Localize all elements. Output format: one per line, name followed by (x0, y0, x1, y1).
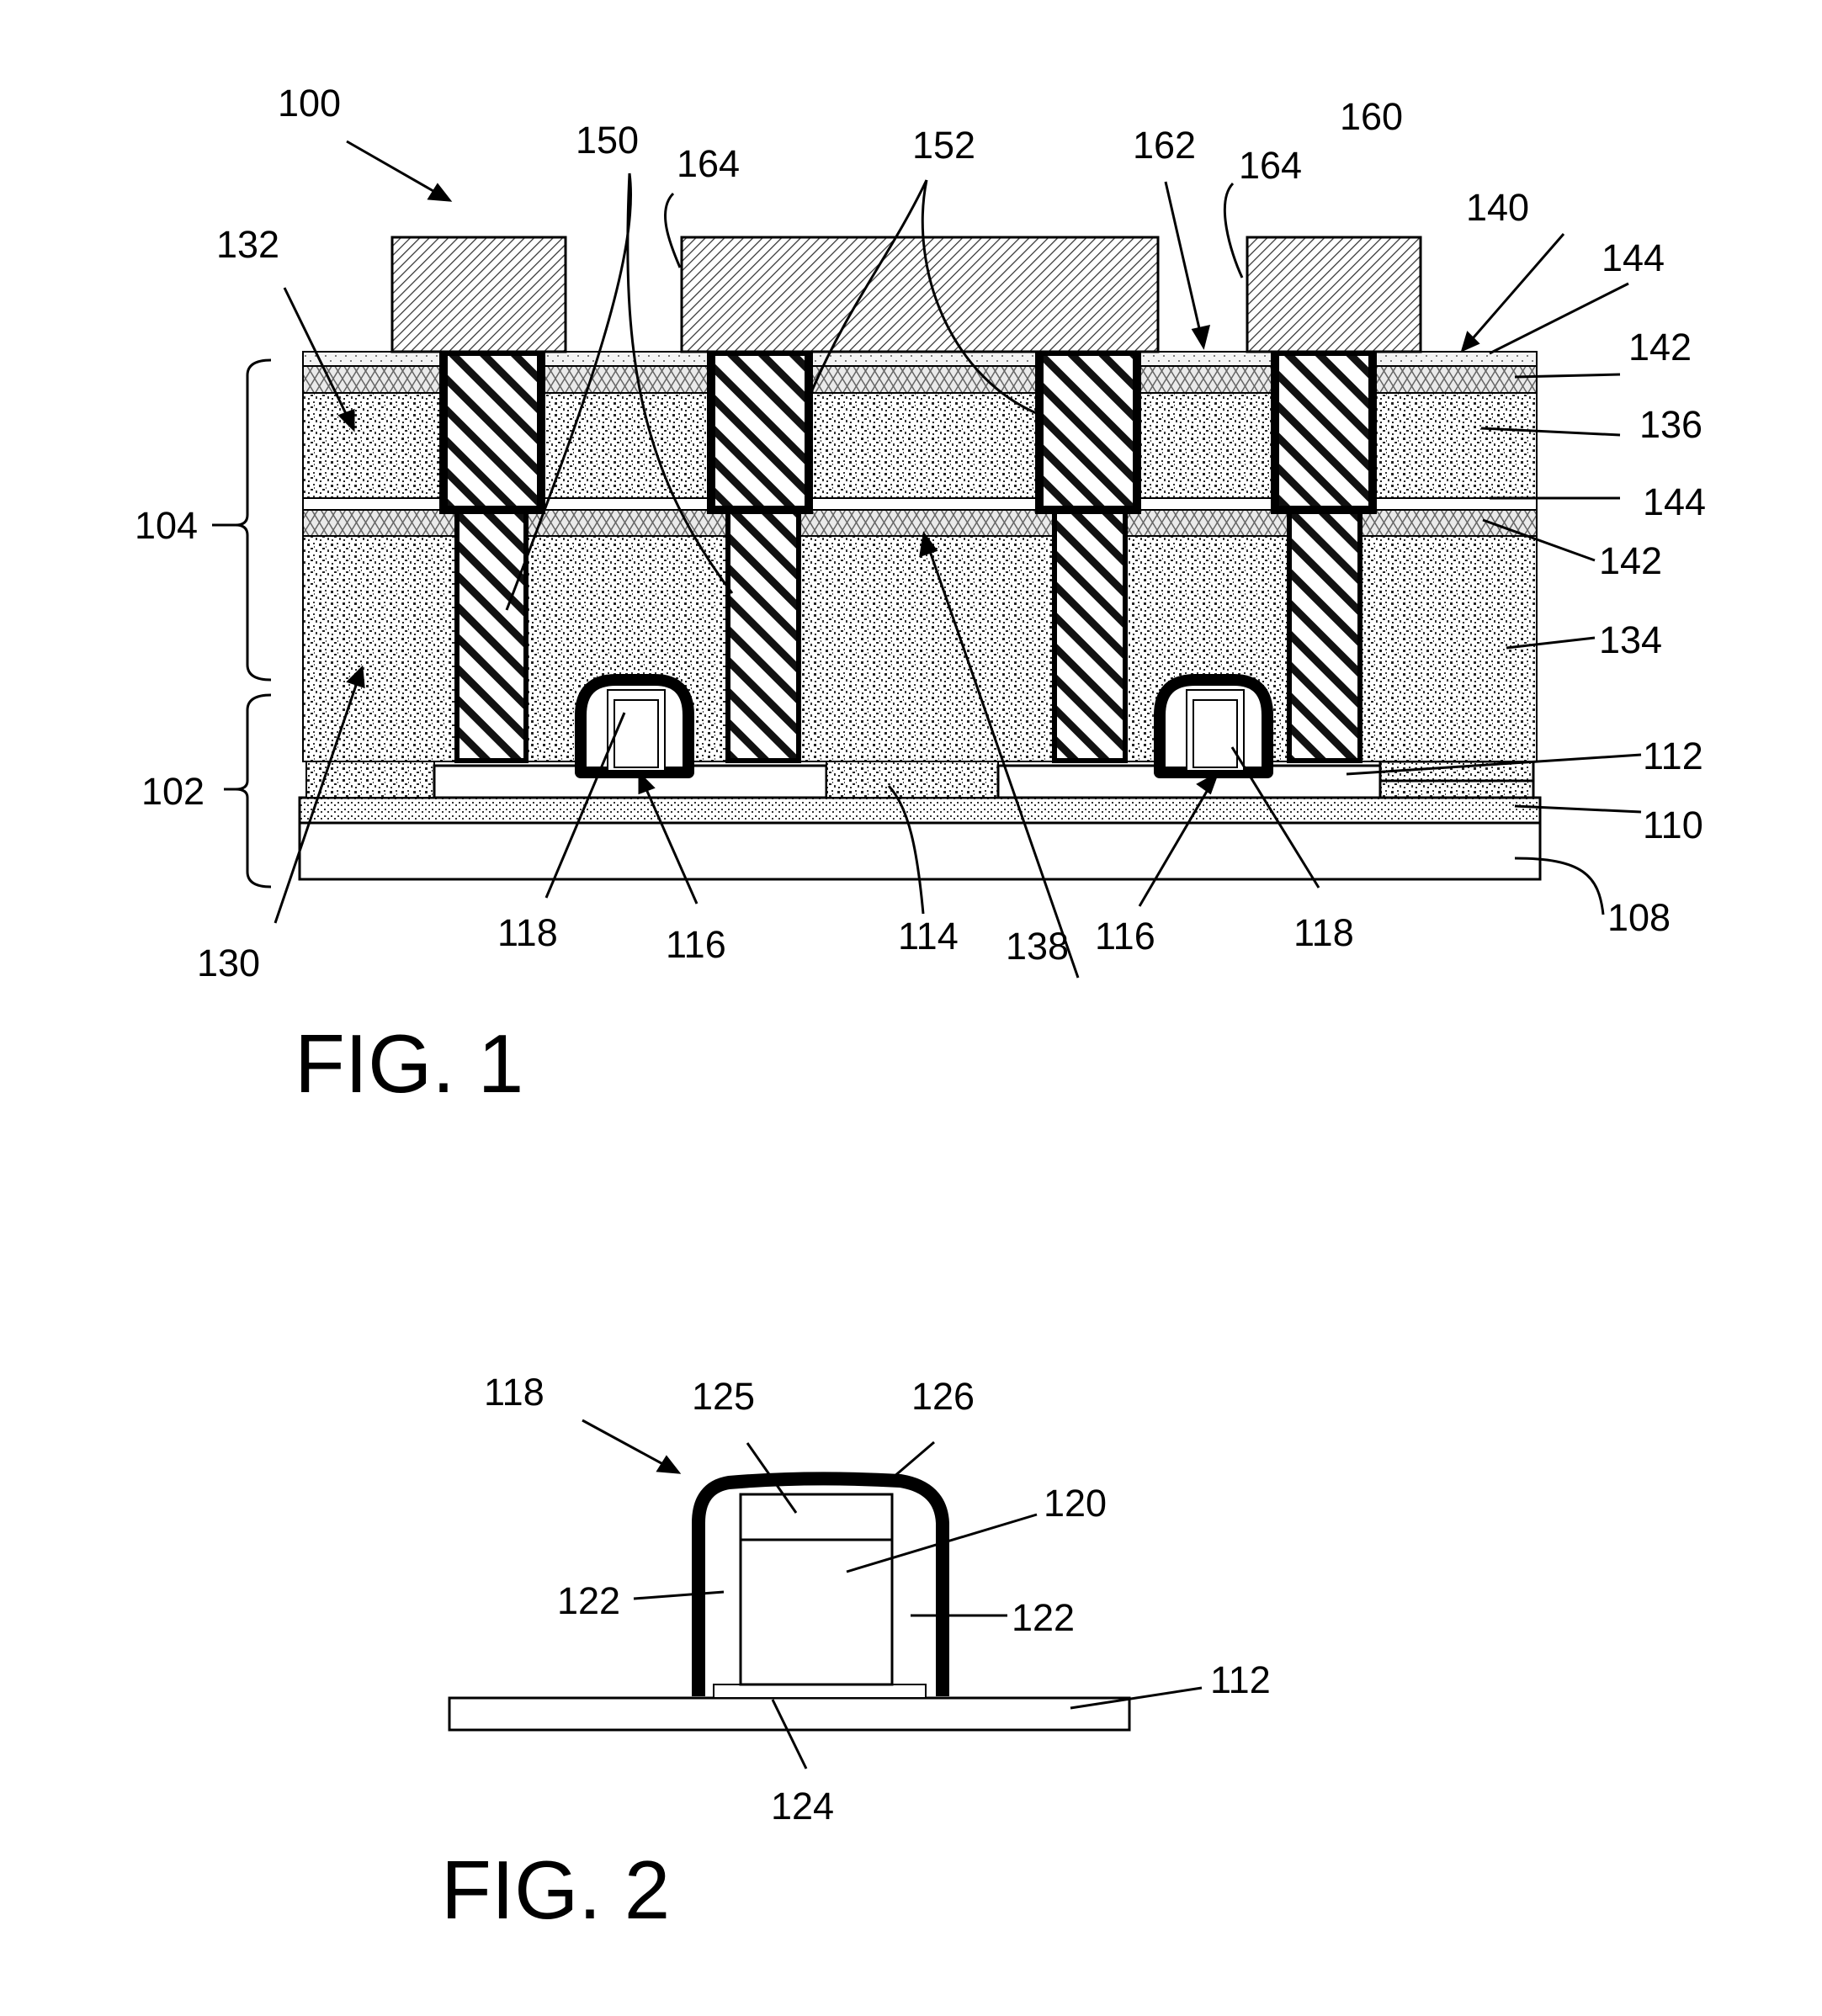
label-118-left: 118 (497, 911, 558, 954)
gate-cap-125 (741, 1494, 892, 1540)
gate-structure-right (1160, 680, 1267, 772)
label-126: 126 (911, 1375, 975, 1418)
top-pad-2 (682, 237, 1158, 352)
top-pad-1 (392, 237, 566, 352)
buried-layer (300, 798, 1540, 823)
label-122-right: 122 (1012, 1596, 1075, 1639)
label-100: 100 (278, 82, 341, 125)
label-150: 150 (576, 119, 639, 162)
substrate-layer (300, 823, 1540, 879)
brace-102 (236, 695, 271, 887)
contact-via-2 (728, 510, 799, 761)
isolation-region-114 (826, 761, 998, 798)
label-144-mid: 144 (1643, 480, 1706, 523)
label-122-left: 122 (557, 1579, 620, 1622)
label-162: 162 (1133, 124, 1196, 167)
figure-1: 100 150 164 152 162 164 160 140 144 132 … (135, 82, 1706, 1110)
label-134: 134 (1599, 618, 1662, 661)
caption-fig-1: FIG. 1 (295, 1017, 523, 1110)
upper-via-4 (1275, 352, 1373, 510)
label-102: 102 (141, 770, 205, 813)
device-layer-112 (449, 1698, 1129, 1730)
label-136: 136 (1639, 403, 1702, 446)
label-112: 112 (1643, 735, 1703, 777)
label-104: 104 (135, 504, 198, 547)
label-144-top: 144 (1602, 236, 1665, 279)
label-108: 108 (1607, 896, 1671, 939)
device-layer-left-isolation (306, 761, 434, 798)
contact-via-1 (457, 510, 526, 761)
label-110: 110 (1643, 804, 1703, 846)
contact-via-3 (1054, 510, 1125, 761)
caption-fig-2: FIG. 2 (441, 1844, 670, 1936)
top-pad-3 (1247, 237, 1421, 352)
label-124: 124 (771, 1785, 834, 1828)
upper-via-3 (1039, 352, 1137, 510)
label-118-right: 118 (1293, 911, 1354, 954)
figure-2: 118 125 126 120 122 122 112 124 FIG. 2 (441, 1371, 1271, 1936)
label-164-left: 164 (677, 142, 740, 185)
label-132: 132 (216, 223, 279, 266)
label-160: 160 (1340, 95, 1403, 138)
label-152: 152 (912, 124, 975, 167)
contact-via-4 (1289, 510, 1360, 761)
label-138: 138 (1006, 925, 1069, 968)
gate-structure-left (581, 680, 688, 772)
gate-electrode-120 (741, 1540, 892, 1684)
label-125: 125 (692, 1375, 755, 1418)
label-120: 120 (1044, 1482, 1107, 1525)
upper-via-1 (444, 352, 541, 510)
interface-layer-124 (714, 1684, 926, 1698)
label-140: 140 (1466, 186, 1529, 229)
label-116-left: 116 (666, 923, 726, 966)
label-130: 130 (197, 942, 260, 984)
label-116-right: 116 (1095, 915, 1155, 958)
label-114: 114 (898, 915, 959, 958)
label-142-top: 142 (1628, 326, 1692, 369)
upper-via-2 (711, 352, 809, 510)
label-142-mid: 142 (1599, 539, 1662, 582)
label-112-fig2: 112 (1210, 1658, 1271, 1701)
brace-104 (236, 360, 271, 680)
label-164-right: 164 (1239, 144, 1302, 187)
label-118: 118 (484, 1371, 544, 1414)
